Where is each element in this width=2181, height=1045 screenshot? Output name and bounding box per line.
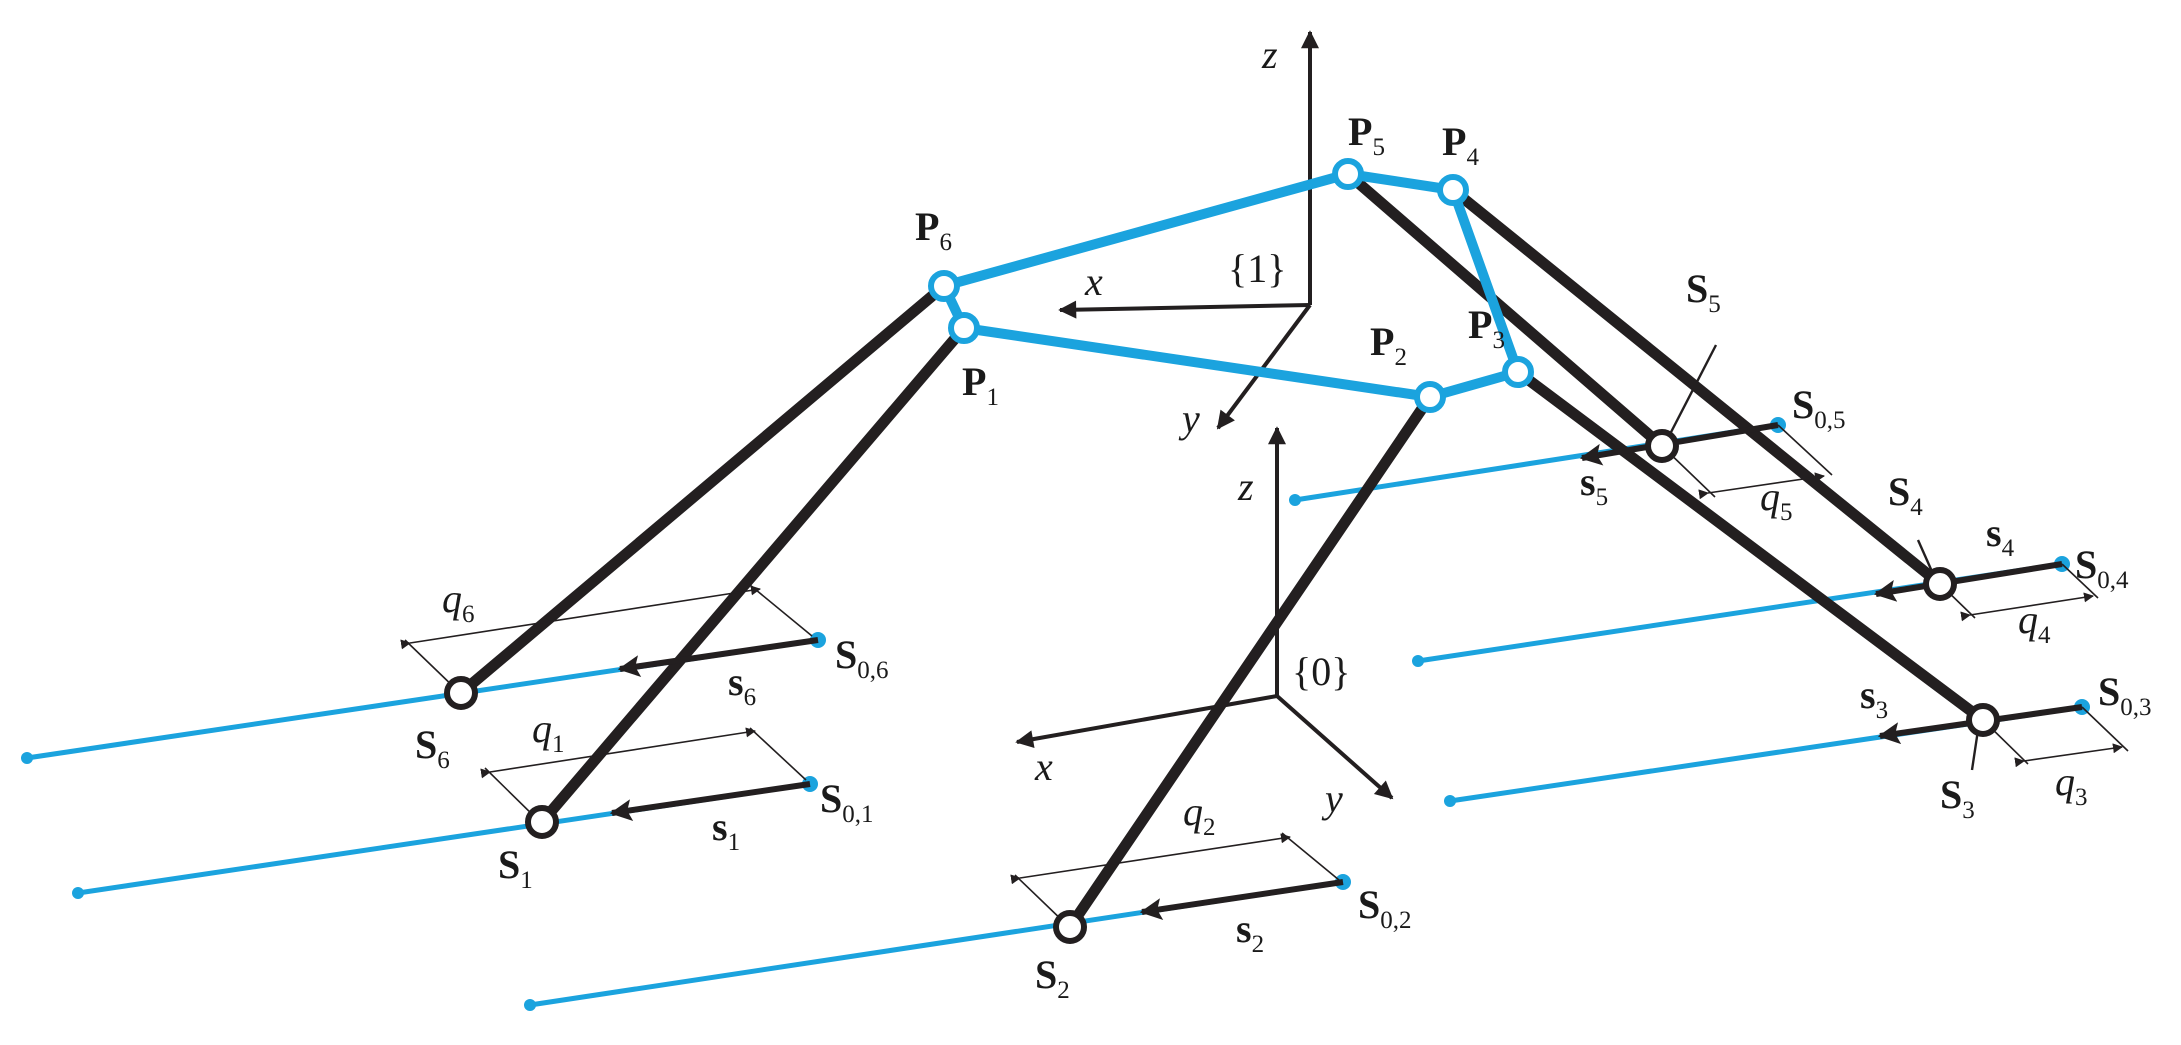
joint-s6 (444, 676, 478, 710)
joint-s3 (1966, 703, 2000, 737)
label-vec-s3: s3 (1860, 672, 1888, 724)
label-q1: q1 (532, 706, 565, 758)
joint-s4 (1923, 567, 1957, 601)
leg-5 (1342, 168, 1668, 452)
joint-s5 (1645, 429, 1679, 463)
leg-4 (1447, 184, 1946, 590)
rail-end-1 (72, 887, 84, 899)
label-p3: P3 (1468, 302, 1505, 354)
rail-end-2 (524, 999, 536, 1011)
label-q4: q4 (2018, 597, 2051, 649)
displacement-labels: q1 q2 q3 q4 q5 q6 (442, 474, 2088, 841)
label-s0-1: S0,1 (820, 776, 874, 828)
leader-s3 (1970, 729, 1980, 771)
label-p1: P1 (962, 359, 999, 411)
label-q5: q5 (1760, 474, 1793, 526)
label-s1: S1 (498, 842, 533, 894)
joint-p4 (1437, 174, 1469, 206)
joint-s2 (1053, 910, 1087, 944)
rail-end-4 (1412, 655, 1424, 667)
label-p6: P6 (915, 204, 952, 256)
moving-frame-label: {1} (1228, 246, 1286, 291)
joint-p5 (1332, 158, 1364, 190)
joint-p1 (948, 312, 980, 344)
leg-3 (1512, 366, 1989, 726)
label-s0-2: S0,2 (1358, 882, 1412, 934)
legs (455, 168, 1989, 933)
joint-p6 (928, 270, 960, 302)
label-q2: q2 (1183, 789, 1216, 841)
vector-s1 (609, 781, 811, 822)
moving-y-axis (1216, 303, 1312, 430)
platform-joints (928, 158, 1534, 413)
moving-z-label: z (1261, 32, 1278, 77)
label-vec-s4: s4 (1986, 510, 2015, 562)
joint-p3 (1502, 356, 1534, 388)
joint-s1 (525, 805, 559, 839)
label-vec-s1: s1 (712, 804, 740, 856)
label-s0-6: S0,6 (835, 632, 889, 684)
joint-p2 (1414, 381, 1446, 413)
rail-end-6 (21, 752, 33, 764)
label-s0-3: S0,3 (2098, 669, 2152, 721)
base-y-axis (1275, 694, 1394, 800)
label-vec-s5: s5 (1580, 459, 1608, 511)
slider-joints (444, 429, 2000, 944)
label-s2: S2 (1035, 952, 1070, 1004)
frame-labels: z x y {1} z x y {0} (1034, 32, 1350, 821)
base-z-label: z (1237, 464, 1254, 509)
base-x-axis (1015, 694, 1278, 749)
label-s3: S3 (1940, 772, 1975, 824)
label-p2: P2 (1370, 319, 1407, 371)
moving-y-label: y (1178, 396, 1200, 441)
label-s0-5: S0,5 (1792, 382, 1846, 434)
label-s0-4: S0,4 (2075, 542, 2129, 594)
vector-s4 (1873, 561, 2063, 602)
label-vec-s2: s2 (1236, 906, 1264, 958)
base-frame-label: {0} (1292, 649, 1350, 694)
moving-frame (1058, 30, 1319, 430)
vector-s5 (1579, 422, 1779, 466)
label-q3: q3 (2055, 759, 2088, 811)
label-q6: q6 (442, 576, 475, 628)
moving-x-label: x (1084, 259, 1103, 304)
leader-s5 (1666, 344, 1718, 439)
label-s5: S5 (1686, 266, 1721, 318)
label-vec-s6: s6 (728, 659, 756, 711)
dimension-q5 (1661, 424, 1833, 500)
platform-point-labels: P1 P2 P3 P4 P5 P6 (915, 109, 1505, 411)
rail-end-3 (1444, 795, 1456, 807)
label-s4: S4 (1888, 469, 1923, 521)
slider-vectors (609, 422, 2083, 920)
label-p5: P5 (1348, 109, 1385, 161)
rail-origin-labels: S0,1 S0,2 S0,3 S0,4 S0,5 S0,6 (820, 382, 2152, 934)
vector-s2 (1139, 879, 1344, 920)
base-y-label: y (1321, 776, 1343, 821)
base-frame (1015, 426, 1394, 800)
direction-labels: s1 s2 s3 s4 s5 s6 (712, 459, 2015, 958)
label-s6: S6 (415, 722, 450, 774)
base-x-label: x (1034, 744, 1053, 789)
moving-x-axis (1058, 300, 1311, 319)
vector-s6 (617, 637, 819, 678)
rail-end-5 (1289, 494, 1301, 506)
label-p4: P4 (1442, 119, 1479, 171)
slider-point-labels: S1 S2 S3 S4 S5 S6 (415, 266, 1975, 1004)
